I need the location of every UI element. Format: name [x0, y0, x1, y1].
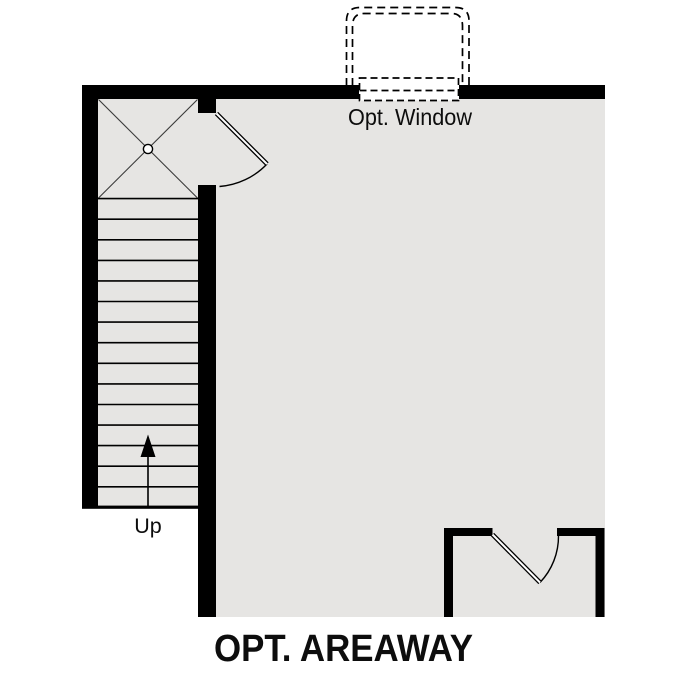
- top-wall-left-segment: [82, 85, 359, 99]
- stair-wall-upper: [198, 85, 216, 113]
- door-leaf-top-inner: [215, 112, 268, 165]
- up-label: Up: [134, 514, 162, 538]
- door-top-of-stairs: [214, 111, 269, 188]
- optional-window-symbol: [358, 77, 460, 102]
- landing-newel-circle: [142, 143, 154, 155]
- plan-title: OPT. AREAWAY: [214, 628, 473, 670]
- walls: [82, 85, 605, 617]
- up-arrow-head: [140, 434, 156, 457]
- door-swing-arc-areaway: [539, 535, 560, 583]
- floor-areas: [98, 99, 605, 617]
- window-well-outline-outer: [345, 6, 470, 86]
- optional-window-group: [345, 6, 470, 102]
- window-well-outline-inner: [351, 12, 464, 86]
- areaway-entry-wall-right: [595, 528, 605, 617]
- door-areaway-entry: [490, 532, 560, 585]
- door-swing-arc-top: [219, 163, 268, 188]
- stairs-bottom-edge: [82, 505, 198, 509]
- top-wall-right-segment: [459, 85, 605, 99]
- stair-wall-lower: [198, 185, 216, 617]
- areaway-entry-wall-left: [444, 528, 453, 617]
- left-exterior-wall: [82, 85, 98, 508]
- stair-treads: [98, 197, 198, 488]
- opt-window-label: Opt. Window: [348, 104, 472, 130]
- areaway-room-floor: [198, 99, 605, 617]
- areaway-entry-stub-left: [444, 528, 493, 536]
- up-direction-arrow: [140, 434, 156, 507]
- stair-landing: [98, 99, 198, 199]
- door-leaf-areaway-inner: [491, 533, 541, 584]
- areaway-entry-stub-right: [557, 528, 605, 536]
